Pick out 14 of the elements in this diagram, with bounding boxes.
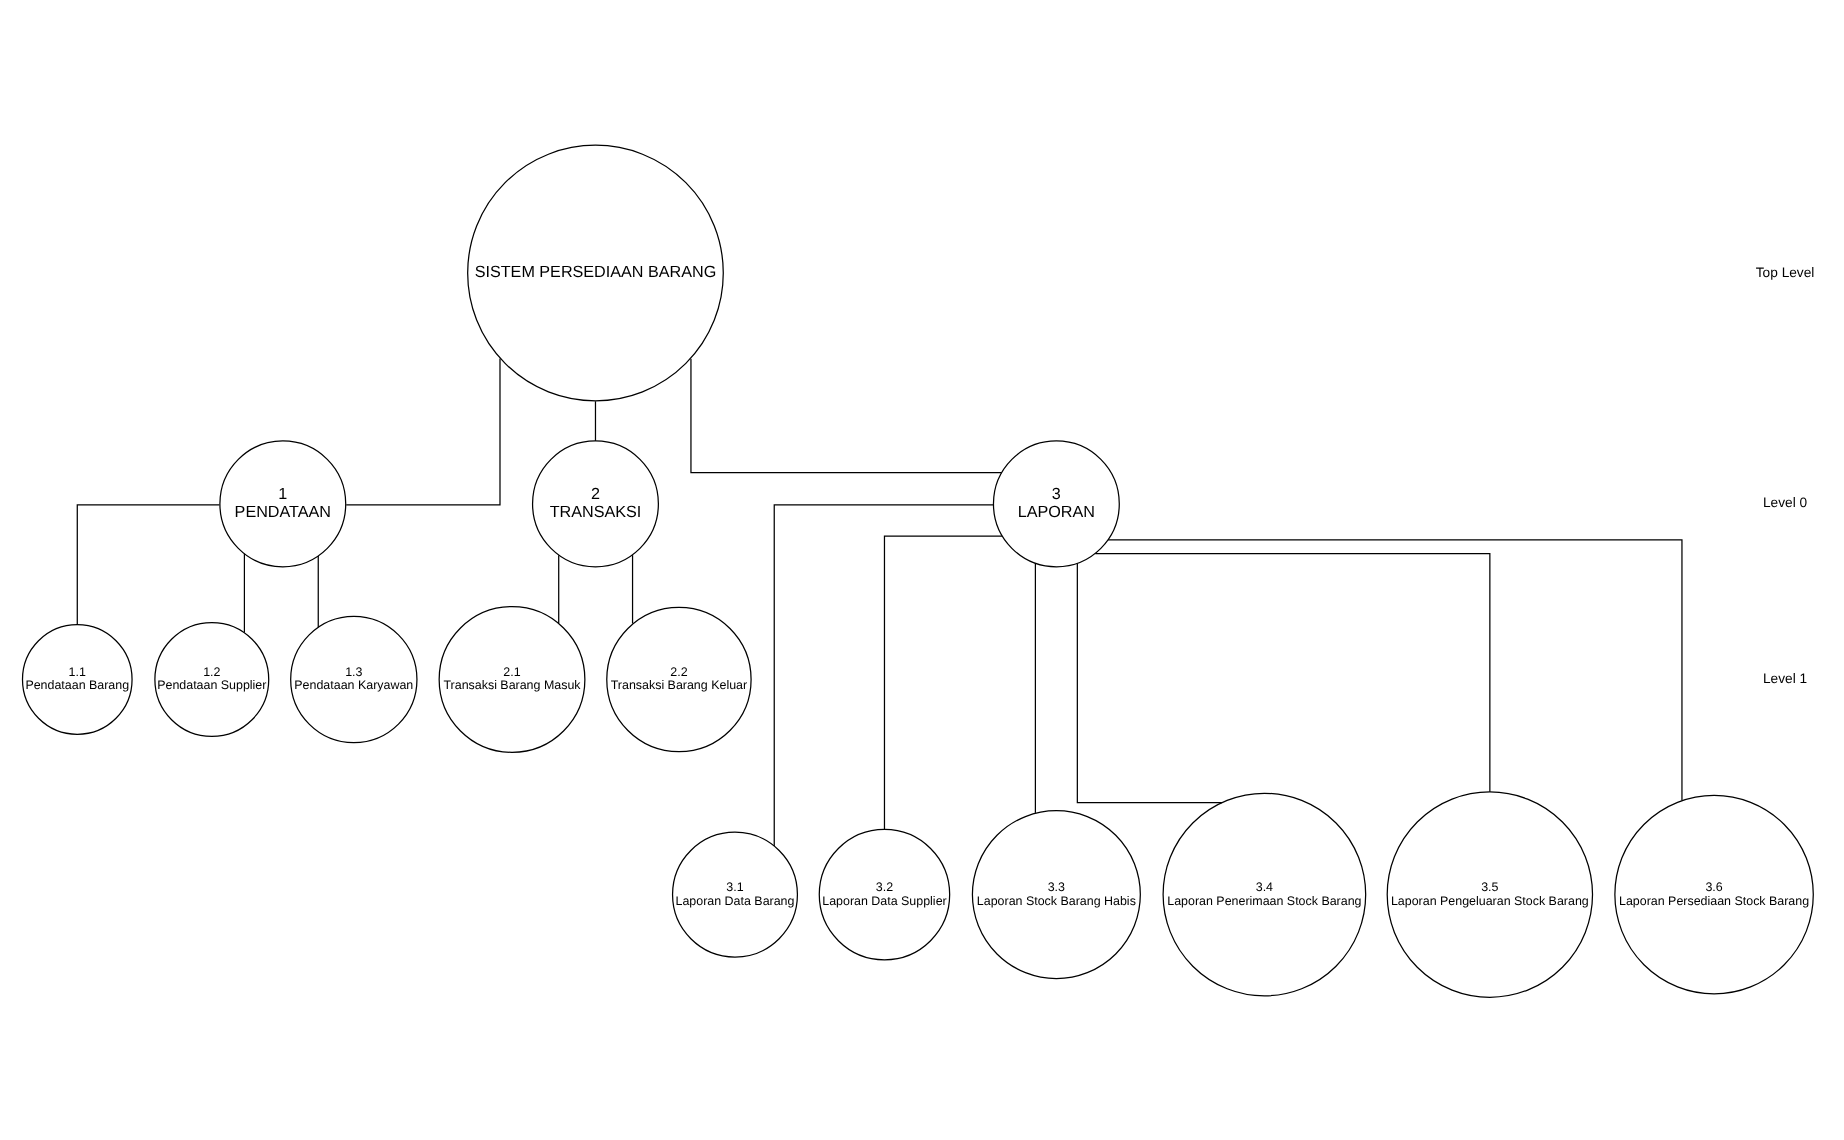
connector bbox=[594, 399, 597, 441]
connector bbox=[317, 554, 319, 627]
connector bbox=[883, 534, 1003, 829]
connector bbox=[1107, 538, 1683, 801]
connector bbox=[1034, 561, 1036, 813]
connector bbox=[690, 357, 1003, 473]
connector bbox=[1094, 551, 1491, 792]
connector bbox=[243, 552, 246, 633]
connector bbox=[773, 503, 995, 846]
connector bbox=[1076, 561, 1223, 803]
connector bbox=[631, 553, 634, 624]
connector bbox=[345, 356, 501, 505]
connector bbox=[76, 503, 221, 625]
connector bbox=[558, 553, 560, 624]
